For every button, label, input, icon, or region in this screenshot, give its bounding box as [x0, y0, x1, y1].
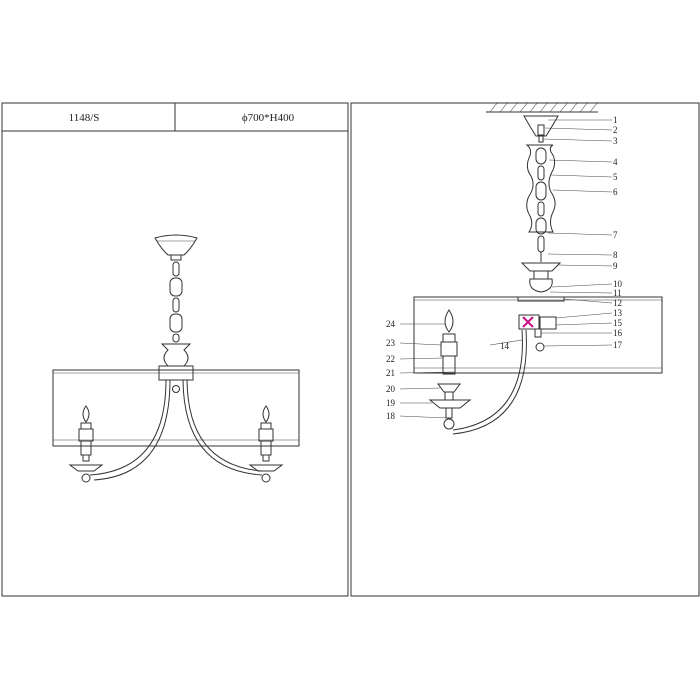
part-label: 11: [613, 288, 622, 298]
exploded-shade: [413, 296, 663, 374]
part-labels-left: 24 23 22 21 20 19 18: [386, 319, 396, 421]
part-label: 17: [613, 340, 623, 350]
front-view: [52, 234, 300, 483]
right-panel-frame: [350, 102, 700, 597]
front-chain: [169, 261, 183, 343]
size-spec: ϕ700*H400: [242, 112, 295, 124]
front-arm-right: [182, 379, 263, 476]
part-label: 15: [613, 318, 623, 328]
part-label: 16: [613, 328, 623, 338]
part-label: 19: [386, 398, 396, 408]
front-canopy: [154, 234, 198, 256]
part-label: 7: [613, 230, 618, 240]
ceiling-hatch: [489, 101, 599, 113]
chain-cover: [525, 144, 556, 233]
part-label: 10: [613, 279, 623, 289]
exploded-canopy: [523, 115, 559, 137]
cup-cap: [520, 262, 562, 272]
leader-lines-left: [399, 323, 456, 419]
part-label: 20: [386, 384, 396, 394]
part-label: 23: [386, 338, 396, 348]
part-label: 2: [613, 125, 618, 135]
part-label: 21: [386, 368, 395, 378]
part-label: 13: [613, 308, 623, 318]
part-label: 24: [386, 319, 396, 329]
part-label: 12: [613, 298, 622, 308]
part-label: 8: [613, 250, 618, 260]
exploded-chain: [535, 147, 547, 253]
model-number: 1148/S: [69, 112, 100, 124]
part-label: 4: [613, 157, 618, 167]
part-label: 22: [386, 354, 395, 364]
left-panel-frame: [1, 102, 349, 597]
part-labels-right: 1 2 3 4 5 6 7 8 9 10 11 12 13 15 16 17: [613, 115, 623, 350]
exploded-arm: [452, 329, 523, 431]
front-shade: [52, 369, 300, 447]
front-arm-left: [89, 379, 167, 476]
part-label: 18: [386, 411, 396, 421]
part-label: 6: [613, 187, 618, 197]
leader-lines-right: [489, 119, 613, 347]
part-label: 5: [613, 172, 618, 182]
part-label: 9: [613, 261, 618, 271]
front-hub: [160, 343, 192, 367]
front-candle-left: [68, 405, 104, 483]
part-label: 3: [613, 136, 618, 146]
front-candle-right: [248, 405, 284, 483]
part-label: 1: [613, 115, 618, 125]
exploded-candle: [428, 309, 472, 430]
part-label-14: 14: [500, 341, 510, 351]
exploded-view: 1 2 3 4 5 6 7 8 9 10 11 12 13 15 16 17 2…: [386, 101, 663, 435]
